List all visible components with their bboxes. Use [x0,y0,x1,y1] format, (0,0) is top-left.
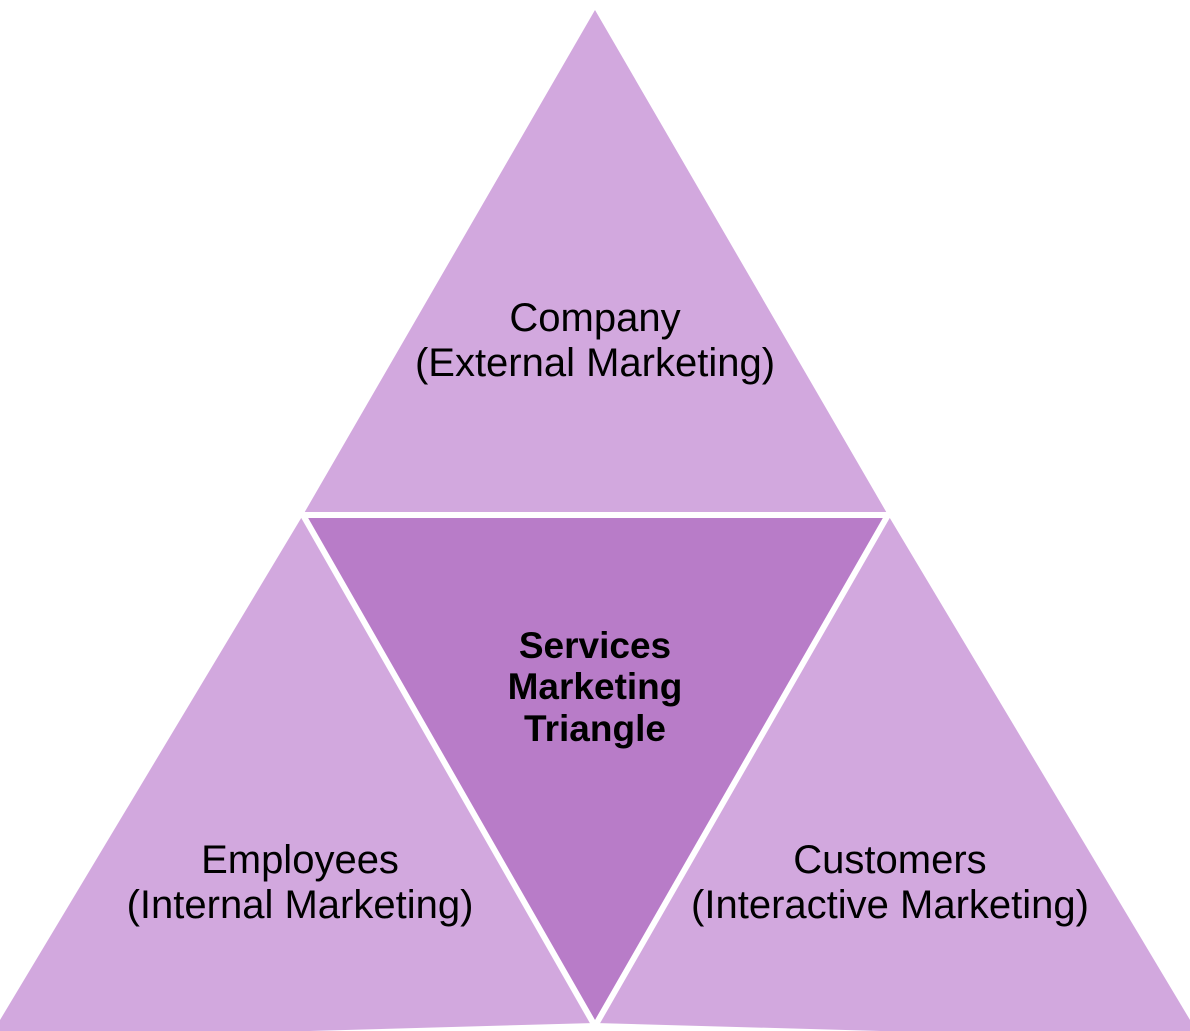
bottom-left-triangle-employees [0,515,595,1031]
center-inverted-triangle [303,515,888,1023]
separator-lines [297,510,894,1031]
separator-right-diagonal [590,510,893,1031]
top-triangle-company [303,10,888,515]
bottom-right-triangle-customers [595,515,1190,1031]
separator-left-diagonal [298,510,600,1031]
